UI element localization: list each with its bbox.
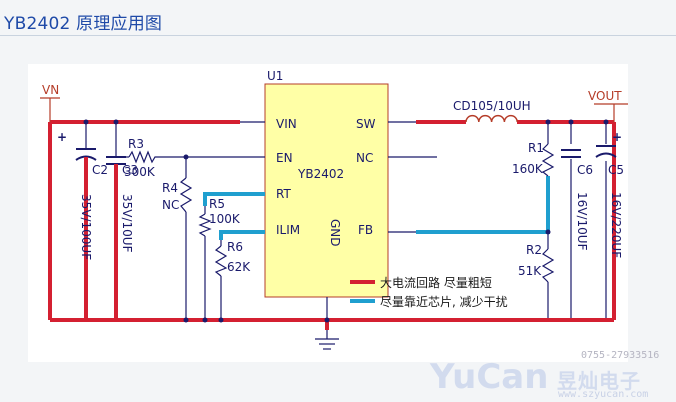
schematic-canvas: U1 YB2402 VIN EN RT ILIM SW NC FB GND	[28, 64, 628, 362]
resistor-r4: R4 NC	[162, 177, 193, 213]
pin-fb-label: FB	[358, 223, 373, 237]
chip-name-label: YB2402	[297, 167, 344, 181]
c5-plus-mark: +	[612, 130, 622, 144]
c2-plus-mark: +	[57, 130, 67, 144]
capacitor-c2: + C2 35V/100UF	[57, 130, 108, 320]
r6-ref: R6	[227, 240, 243, 254]
watermark-brand-cn: 昱灿电子	[557, 369, 641, 393]
high-current-path	[50, 120, 614, 330]
pin-rt-label: RT	[276, 187, 291, 201]
c2-value: 35V/100UF	[79, 194, 93, 260]
c2-ref: C2	[92, 163, 108, 177]
vn-net-label: VN	[42, 83, 59, 97]
pin-vin-label: VIN	[276, 117, 297, 131]
r2-ref: R2	[526, 243, 542, 257]
resistor-r1: R1 160K	[512, 141, 555, 177]
vout-net-label: VOUT	[588, 89, 622, 103]
legend-high-current-text: 大电流回路 尽量粗短	[380, 275, 492, 290]
capacitor-c3: C3 35V/10UF	[106, 156, 138, 320]
c3-ref: C3	[122, 163, 138, 177]
inductor-l1: CD105/10UH	[453, 99, 531, 123]
resistor-r5: R5 100K	[198, 197, 241, 237]
schematic-diagram: U1 YB2402 VIN EN RT ILIM SW NC FB GND	[40, 69, 628, 350]
ground-symbol	[315, 330, 339, 350]
watermark-phone: 0755-27933516	[581, 350, 660, 361]
c5-value: 16V/220UF	[609, 192, 623, 258]
chip-body	[264, 83, 389, 298]
pin-sw-label: SW	[356, 117, 376, 131]
r2-value: 51K	[518, 264, 542, 278]
capacitor-c6: C6 16V/10UF	[561, 149, 593, 251]
pin-ilim-label: ILIM	[276, 223, 300, 237]
resistor-r2: R2 51K	[518, 243, 555, 283]
junction-dots	[83, 119, 609, 323]
legend-near-chip-text: 尽量靠近芯片, 减少干扰	[380, 295, 508, 309]
r1-ref: R1	[528, 141, 544, 155]
resistor-r6: R6 62K	[214, 240, 251, 277]
chip-ref-label: U1	[267, 69, 283, 83]
page-title: YB2402 原理应用图	[4, 14, 163, 34]
r5-ref: R5	[209, 197, 225, 211]
c3-value: 35V/10UF	[120, 194, 134, 253]
c5-ref: C5	[608, 163, 624, 177]
vn-net-symbol: VN	[40, 83, 60, 320]
legend: 大电流回路 尽量粗短 尽量靠近芯片, 减少干扰	[350, 275, 508, 309]
r1-value: 160K	[512, 162, 544, 176]
pin-gnd-label: GND	[328, 219, 342, 247]
r4-value: NC	[162, 198, 179, 212]
r4-ref: R4	[162, 181, 178, 195]
r5-value: 100K	[209, 212, 241, 226]
r3-ref: R3	[128, 137, 144, 151]
c6-ref: C6	[577, 163, 593, 177]
pin-en-label: EN	[276, 151, 293, 165]
capacitor-c5: + C5 16V/220UF	[595, 130, 624, 258]
title-divider	[0, 35, 676, 36]
r6-value: 62K	[227, 260, 251, 274]
c6-value: 16V/10UF	[575, 192, 589, 251]
watermark-url: www.szyucan.com	[558, 389, 649, 400]
l1-value: CD105/10UH	[453, 99, 531, 113]
r3-value: 300K	[124, 165, 156, 179]
resistor-r3: R3 300K	[124, 137, 158, 179]
signal-wires	[85, 121, 607, 320]
watermark-brand-en: YuCan	[430, 357, 549, 397]
pin-nc-label: NC	[356, 151, 373, 165]
